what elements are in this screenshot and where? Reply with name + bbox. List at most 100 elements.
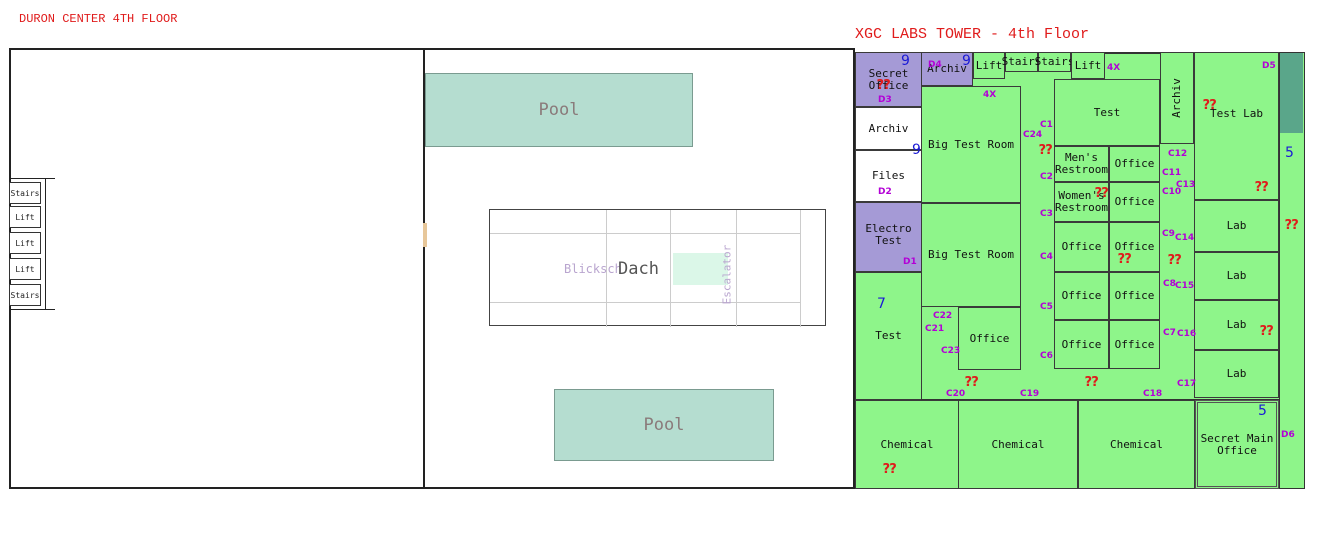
room-test-left: Test	[855, 272, 922, 400]
door-d1: D1	[903, 257, 917, 267]
room-archiv-top: Archiv	[921, 52, 973, 86]
number-9-c: 9	[912, 142, 921, 158]
room-chemical-1: Chemical	[855, 400, 959, 489]
room-office-a: Office	[1109, 146, 1160, 182]
escalator-label: Escalator	[720, 244, 734, 305]
room-womens-restroom: Women's Restroom	[1054, 182, 1109, 222]
room-office-b: Office	[1109, 182, 1160, 222]
xgc-title: XGC LABS TOWER - 4th Floor	[855, 26, 1090, 43]
room-lift-left: Lift	[973, 52, 1005, 79]
side-stairs-bottom: Stairs	[9, 284, 41, 306]
door-c21: C21	[925, 324, 945, 334]
door-c15: C15	[1175, 281, 1195, 291]
room-electro-test: Electro Test	[855, 202, 922, 272]
room-mens-restroom: Men's Restroom	[1054, 146, 1109, 182]
door-4x-a: 4X	[983, 90, 997, 100]
door-c6: C6	[1040, 351, 1053, 361]
archiv-vertical-label: Archiv	[1170, 78, 1183, 118]
roof-label: Dach	[618, 259, 659, 279]
door-c17: C17	[1177, 379, 1197, 389]
room-test-center: Test	[1054, 79, 1160, 146]
side-lift-3: Lift	[9, 258, 41, 280]
room-office-e: Office	[1054, 272, 1109, 320]
footprint-icon: ⁇	[1285, 218, 1299, 233]
door-d2: D2	[878, 187, 892, 197]
door-c14: C14	[1175, 233, 1195, 243]
side-lift-2: Lift	[9, 232, 41, 254]
room-archiv-left: Archiv	[855, 107, 922, 150]
door-c11: C11	[1162, 168, 1182, 178]
door-c1: C1	[1040, 120, 1053, 130]
room-office-h: Office	[1109, 320, 1160, 369]
pool-bottom: Pool	[554, 389, 774, 461]
door-d3: D3	[878, 95, 892, 105]
door-c7: C7	[1163, 328, 1176, 338]
footprint-icon: ⁇	[883, 462, 897, 477]
footprint-icon: ⁇	[1203, 98, 1217, 113]
room-secret-main-office: Secret Main Office	[1195, 400, 1279, 489]
room-lab-2: Lab	[1194, 252, 1279, 300]
door-d6: D6	[1281, 430, 1295, 440]
room-stairs-2: Stairs	[1035, 52, 1074, 72]
room-big-test-1: Big Test Room	[921, 86, 1021, 203]
number-9-b: 9	[962, 53, 971, 69]
room-big-test-2: Big Test Room	[921, 203, 1021, 307]
footprint-icon: ⁇	[1095, 186, 1109, 201]
door-c12: C12	[1168, 149, 1188, 159]
door-c23: C23	[941, 346, 961, 356]
number-5-b: 5	[1258, 403, 1267, 419]
roof-area: Blicksch Dach Escalator	[489, 209, 826, 327]
door-c18: C18	[1143, 389, 1163, 399]
room-lab-4: Lab	[1194, 350, 1279, 398]
corridor-wall	[921, 399, 1279, 400]
door-c16: C16	[1177, 329, 1197, 339]
room-office-f: Office	[1109, 272, 1160, 320]
footprint-icon: ⁇	[965, 375, 979, 390]
room-office-c: Office	[1054, 222, 1109, 272]
door-c10: C10	[1162, 187, 1182, 197]
room-stairs-1: Stairs	[1002, 52, 1041, 72]
door-c20: C20	[946, 389, 966, 399]
duron-divider	[423, 48, 425, 489]
footprint-icon: ⁇	[1255, 180, 1269, 195]
room-lab-1: Lab	[1194, 200, 1279, 252]
door-c19: C19	[1020, 389, 1040, 399]
room-office-small: Office	[958, 307, 1021, 370]
side-core: Stairs Lift Lift Lift Stairs	[9, 178, 55, 310]
door-c5: C5	[1040, 302, 1053, 312]
room-chemical-2: Chemical	[958, 400, 1078, 489]
room-lift-right: Lift	[1071, 52, 1105, 79]
room-files: Files	[855, 150, 922, 202]
room-archiv-vertical: Archiv	[1160, 52, 1194, 144]
duron-title: DURON CENTER 4TH FLOOR	[19, 12, 178, 26]
room-office-g: Office	[1054, 320, 1109, 369]
xgc-teal-corner	[1280, 53, 1303, 133]
room-test-lab: Test Lab	[1194, 52, 1279, 200]
footprint-icon: ⁇	[1118, 252, 1132, 267]
door-c2: C2	[1040, 172, 1053, 182]
door-c8: C8	[1163, 279, 1176, 289]
door-c13: C13	[1176, 180, 1196, 190]
room-chemical-3: Chemical	[1078, 400, 1195, 489]
door-c24: C24	[1023, 130, 1043, 140]
room-office-d: Office	[1109, 222, 1160, 272]
door-d5: D5	[1262, 61, 1276, 71]
door-d4: D4	[928, 60, 942, 70]
footprint-icon: ⁇	[1260, 324, 1274, 339]
footprint-icon: ⁇	[877, 78, 891, 93]
roof-overlay-label: Blicksch	[564, 262, 622, 276]
duron-door	[423, 223, 427, 247]
door-c3: C3	[1040, 209, 1053, 219]
number-5-a: 5	[1285, 145, 1294, 161]
number-7: 7	[877, 296, 886, 312]
side-stairs-top: Stairs	[9, 182, 41, 204]
pool-top: Pool	[425, 73, 693, 147]
footprint-icon: ⁇	[1039, 143, 1053, 158]
side-lift-1: Lift	[9, 206, 41, 228]
number-9-a: 9	[901, 53, 910, 69]
door-4x-b: 4X	[1107, 63, 1121, 73]
door-c4: C4	[1040, 252, 1053, 262]
room-lab-3: Lab	[1194, 300, 1279, 350]
footprint-icon: ⁇	[1085, 375, 1099, 390]
door-c22: C22	[933, 311, 953, 321]
